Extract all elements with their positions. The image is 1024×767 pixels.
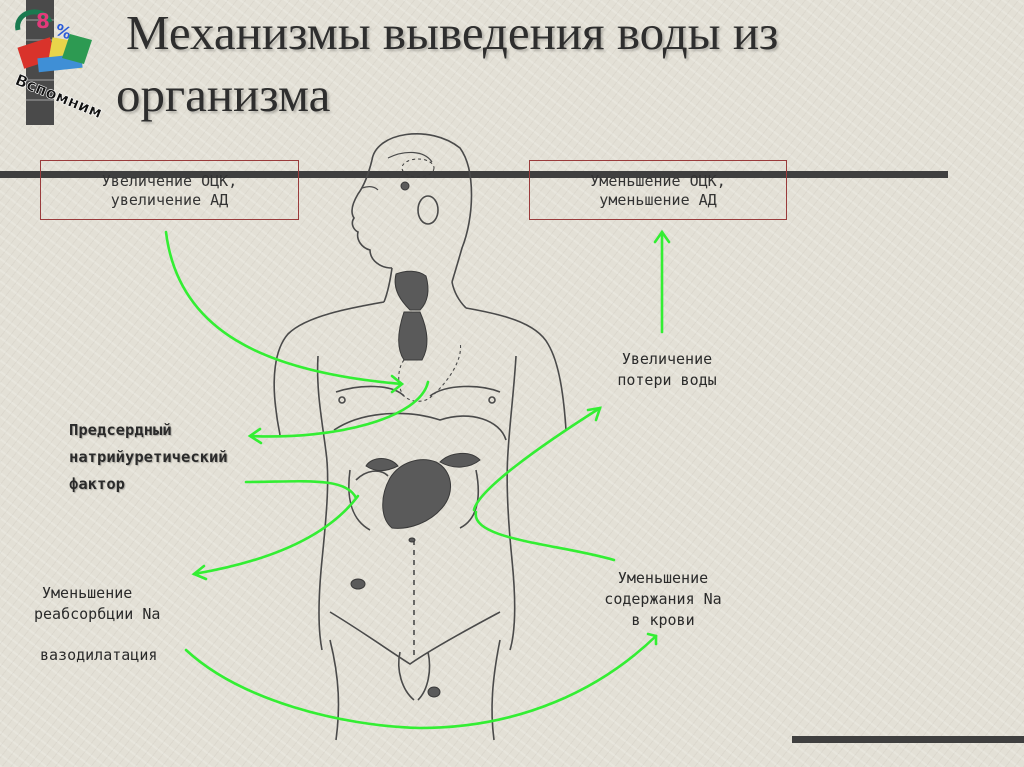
arrow-ock-to-heart [164,230,404,386]
arrowhead-sodium [646,632,658,646]
arrowhead-heart [390,374,405,394]
label-vasodilation: вазодилатация [40,646,158,664]
svg-text:8: 8 [36,9,50,33]
arrowhead-factor [247,427,263,445]
water-loss-line-2: потери воды [617,371,717,389]
title-line-2: организма [116,67,331,122]
arrow-kidney-to-water-loss [472,406,602,512]
arrowhead-water-loss [586,406,602,422]
reabsorption-line-1: Уменьшение [42,584,133,602]
arrow-vasodilation-to-sodium [184,634,658,730]
box-decrease-volume: Уменьшение ОЦК, уменьшение АД [529,160,787,220]
arrow-kidney-to-sodium [474,510,616,562]
arrow-kidney-to-reabsorption [192,494,360,576]
water-loss-line-1: Увеличение [621,350,713,368]
arrow-heart-to-factor [248,380,430,438]
svg-text:%: % [53,20,75,43]
box-left-line-1: Увеличение ОЦК, [101,172,238,190]
box-right-line-1: Уменьшение ОЦК, [590,172,726,190]
sodium-line-1: Уменьшение [617,569,709,587]
label-water-loss: Увеличение потери воды [592,349,742,391]
reabsorption-line-2: реабсорбции Na [34,605,161,623]
sodium-line-2: содержания Na [604,590,722,608]
factor-line-2: натрийуретический [69,448,228,466]
factor-line-1: Предсердный [69,421,172,439]
sodium-line-3: в крови [631,611,695,629]
divider-top [0,171,948,178]
page-title: Механизмы выведения воды из организма [116,2,1006,126]
label-reabsorption: Уменьшение реабсорбции Na [26,583,206,625]
factor-line-3: фактор [69,475,125,493]
title-line-1: Механизмы выведения воды из [126,5,779,60]
label-sodium-blood: Уменьшение содержания Na в крови [578,568,748,631]
logo-graphic: 8 % Вспомним [12,0,105,125]
divider-bottom [792,736,1024,743]
logo: 8 % Вспомним [0,0,120,125]
arrowhead-reabsorption [191,564,208,581]
box-left-line-2: увеличение АД [110,191,229,209]
arrowhead-box [653,229,671,244]
box-increase-volume: Увеличение ОЦК, увеличение АД [40,160,299,220]
label-natriuretic-factor: Предсердный натрийуретический фактор [69,417,299,498]
arrow-factor-to-kidney [244,479,358,500]
box-right-line-2: уменьшение АД [599,191,717,209]
